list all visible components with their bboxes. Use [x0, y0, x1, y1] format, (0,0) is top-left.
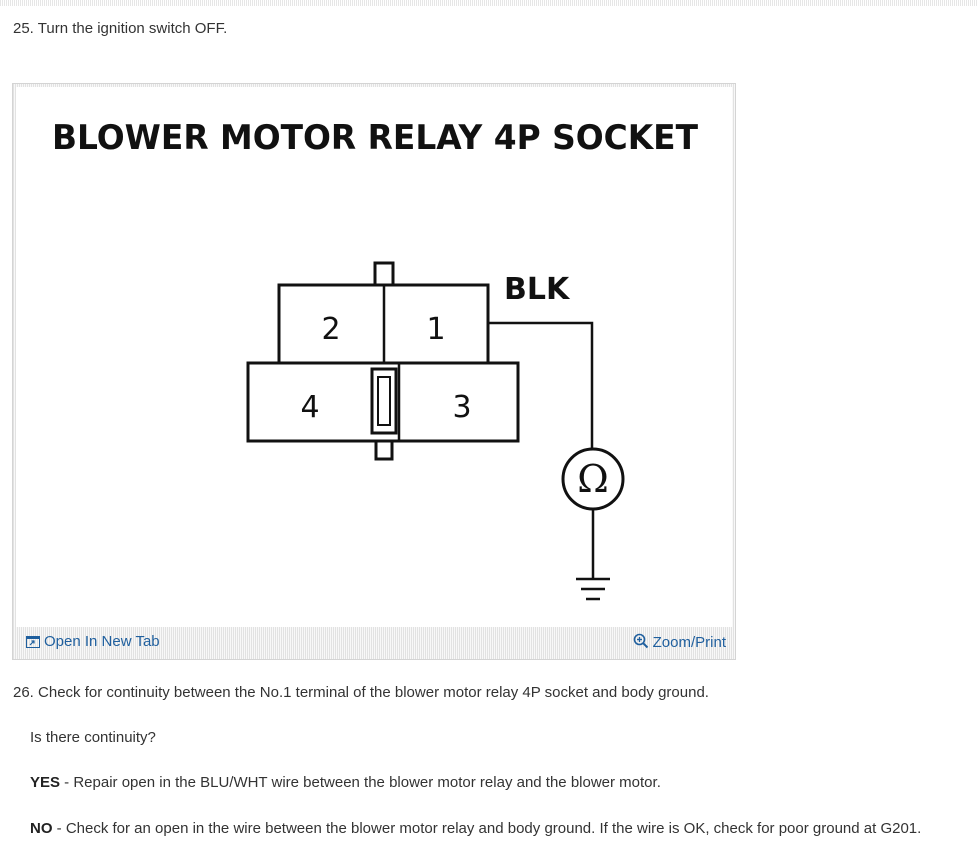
socket-top-key: [373, 261, 395, 287]
open-in-new-tab-link[interactable]: Open In New Tab: [26, 633, 160, 653]
blower-motor-relay-diagram[interactable]: BLOWER MOTOR RELAY 4P SOCKET 2 1 4 3 BLK: [16, 87, 732, 627]
ground-icon: [576, 577, 610, 601]
yes-outcome: YES - Repair open in the BLU/WHT wire be…: [30, 774, 661, 792]
socket-diagram-svg: BLOWER MOTOR RELAY 4P SOCKET 2 1 4 3 BLK: [52, 118, 699, 601]
open-new-tab-icon: [26, 635, 40, 653]
test-lead-wire: [488, 321, 594, 451]
ohmmeter-icon: Ω: [561, 447, 625, 511]
no-text: - Check for an open in the wire between …: [52, 820, 922, 837]
step-25-text: 25. Turn the ignition switch OFF.: [13, 20, 228, 37]
yes-label: YES: [30, 774, 61, 791]
pin-4-label: 4: [300, 390, 319, 425]
zoom-print-label: Zoom/Print: [652, 634, 726, 651]
zoom-print-link[interactable]: Zoom/Print: [633, 633, 726, 654]
wire-color-label: BLK: [504, 272, 571, 307]
step-26-text: 26. Check for continuity between the No.…: [13, 684, 709, 701]
figure-footer: Open In New Tab Zoom/Print: [16, 629, 732, 657]
top-divider: [0, 0, 978, 6]
continuity-question: Is there continuity?: [30, 729, 156, 746]
no-label: NO: [30, 820, 53, 837]
no-outcome: NO - Check for an open in the wire betwe…: [30, 820, 921, 838]
diagram-title: BLOWER MOTOR RELAY 4P SOCKET: [52, 118, 699, 158]
yes-text: - Repair open in the BLU/WHT wire betwee…: [60, 774, 661, 791]
socket-center-latch-slot: [377, 376, 391, 426]
open-in-new-tab-label: Open In New Tab: [44, 633, 160, 650]
pin-3-label: 3: [452, 390, 471, 425]
ohm-symbol: Ω: [577, 457, 609, 501]
pin-1-label: 1: [426, 312, 445, 347]
socket-bottom-key: [374, 439, 394, 461]
pin-2-label: 2: [321, 312, 340, 347]
figure-container: BLOWER MOTOR RELAY 4P SOCKET 2 1 4 3 BLK: [12, 83, 736, 660]
zoom-icon: [633, 633, 649, 654]
